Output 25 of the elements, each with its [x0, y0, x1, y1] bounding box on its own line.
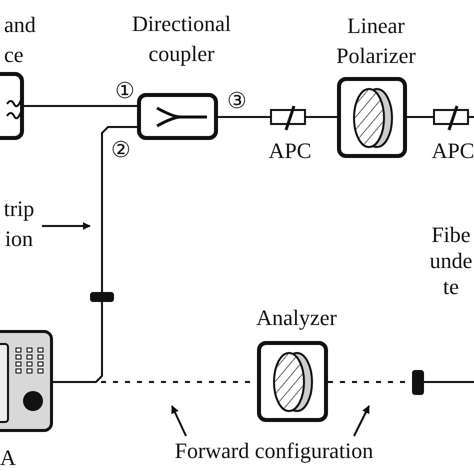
component-label: A — [0, 444, 17, 472]
port-number: ① — [115, 80, 135, 102]
fiber-line — [407, 116, 433, 118]
port-number: ③ — [227, 90, 247, 112]
fiber-line — [218, 116, 270, 118]
leader-arrow — [171, 405, 187, 436]
component-label: Analyzer — [255, 304, 338, 332]
component-label: APC — [268, 137, 312, 165]
component-label: APC — [430, 137, 474, 165]
fiber-line — [424, 381, 474, 383]
component-label: Directional coupler — [131, 10, 232, 68]
fiber-line — [24, 105, 137, 107]
component-label: Linear Polarizer — [335, 12, 417, 70]
leader-arrow — [42, 222, 91, 230]
fiber-line — [306, 116, 337, 118]
fiber-line — [469, 116, 474, 118]
annotation-text: trip ion — [0, 194, 42, 254]
annotation-text: Forward configuration — [146, 436, 402, 466]
component-label: and ce — [4, 11, 37, 69]
leader-arrow — [353, 405, 370, 436]
annotation-text: Fibe unde te — [428, 222, 474, 300]
fiber-line — [101, 126, 137, 292]
fiber-connector — [412, 370, 424, 395]
port-number: ② — [111, 139, 131, 161]
fiber-connector — [90, 292, 114, 302]
